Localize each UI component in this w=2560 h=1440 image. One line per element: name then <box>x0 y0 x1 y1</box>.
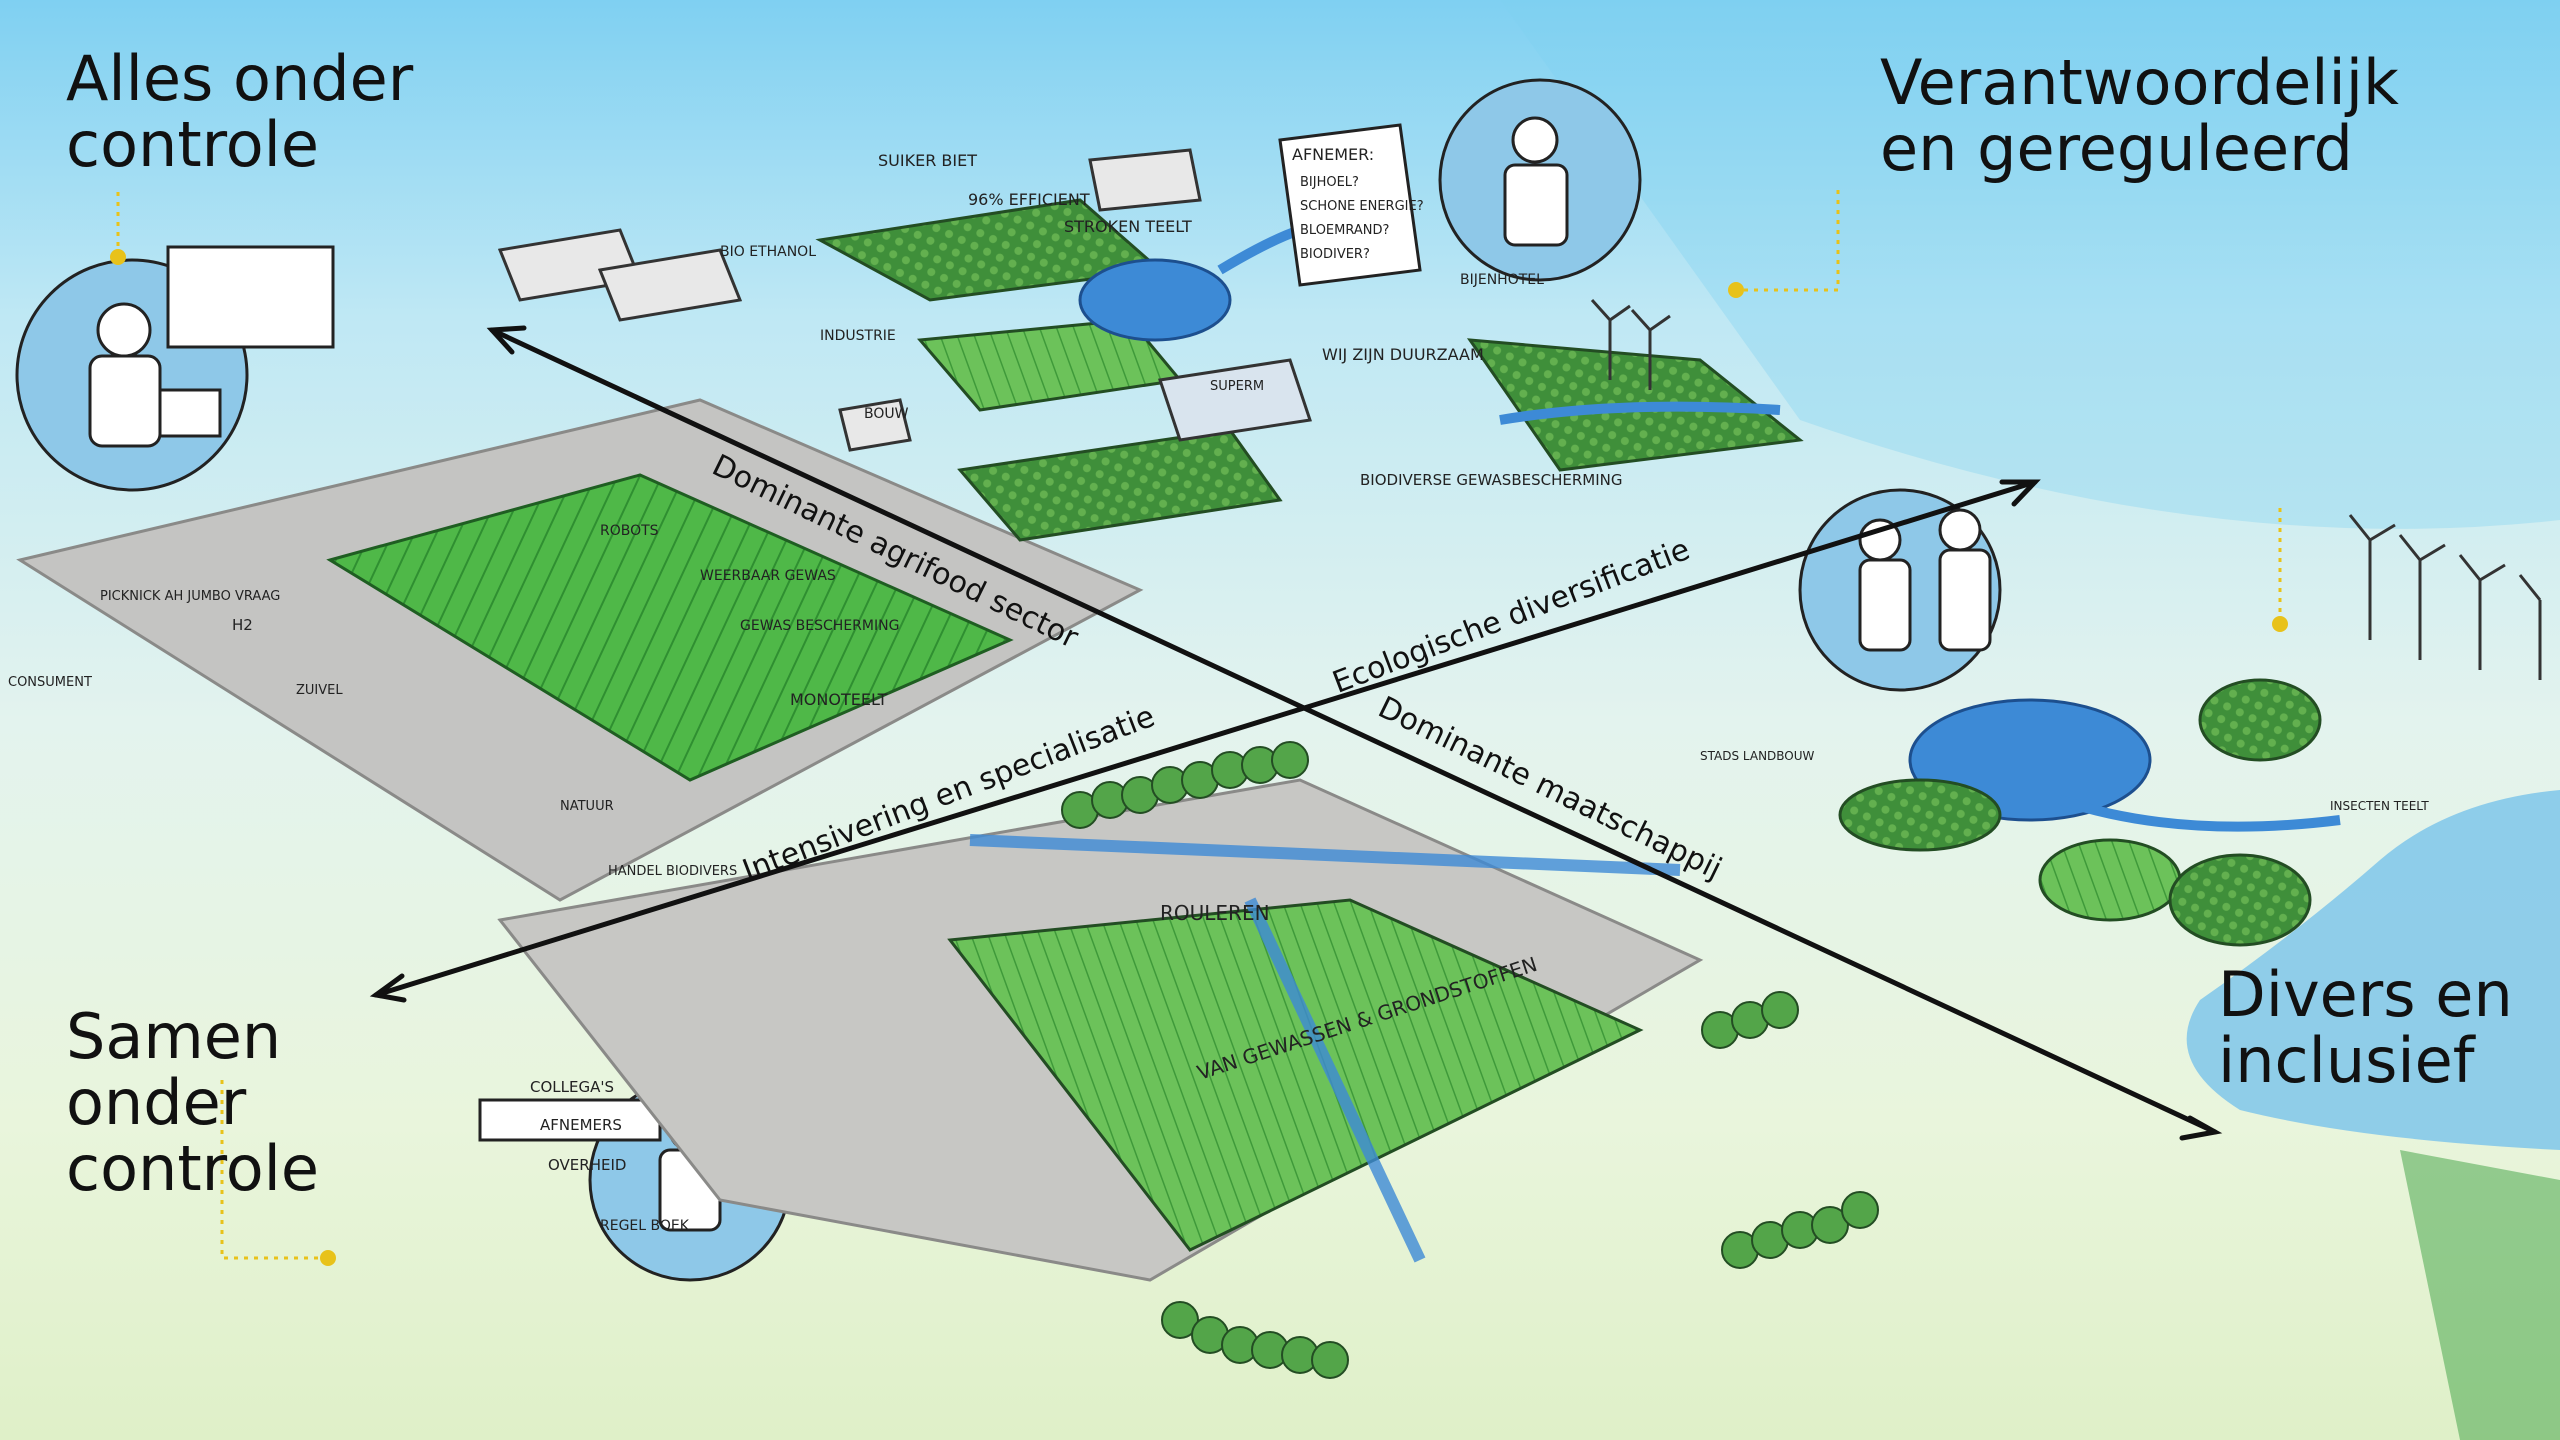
quadrant-title-bottom-left: Samen onder controle <box>66 1004 319 1202</box>
svg-text:SUIKER BIET: SUIKER BIET <box>878 151 977 170</box>
svg-text:INSECTEN TEELT: INSECTEN TEELT <box>2330 799 2429 813</box>
leader-lines <box>116 190 2282 1260</box>
svg-text:GEWAS BESCHERMING: GEWAS BESCHERMING <box>740 618 899 634</box>
svg-text:SUPERM: SUPERM <box>1210 379 1264 394</box>
tree-clusters <box>1061 741 1879 1379</box>
community-vignette <box>1798 488 2002 692</box>
quadrant-title-top-right: Verantwoordelijk en gereguleerd <box>1880 50 2399 182</box>
svg-text:96% EFFICIENT: 96% EFFICIENT <box>968 190 1090 209</box>
svg-text:STADS LANDBOUW: STADS LANDBOUW <box>1700 749 1815 763</box>
rotating-fields <box>947 898 1644 1252</box>
diverse-landscape <box>1838 678 2341 947</box>
svg-text:AFNEMER:: AFNEMER: <box>1292 145 1374 164</box>
quadrant-title-line: onder <box>66 1066 247 1139</box>
svg-text:BLOEMRAND?: BLOEMRAND? <box>1300 223 1389 238</box>
svg-text:H2: H2 <box>232 616 253 634</box>
axis-lines <box>369 325 2223 1141</box>
svg-text:BIJENHOTEL: BIJENHOTEL <box>1460 272 1544 288</box>
supermarket <box>1158 358 1312 442</box>
quadrant-title-bottom-right: Divers en inclusief <box>2218 962 2513 1094</box>
svg-text:BIODIVER?: BIODIVER? <box>1300 247 1370 262</box>
svg-text:OVERHEID: OVERHEID <box>548 1156 626 1174</box>
svg-text:SCHONE ENERGIE?: SCHONE ENERGIE? <box>1300 199 1424 214</box>
quadrant-title-line: controle <box>66 1132 320 1205</box>
farmer-tablet-vignette <box>15 245 335 492</box>
svg-text:STROKEN TEELT: STROKEN TEELT <box>1064 217 1192 236</box>
svg-text:NATUUR: NATUUR <box>560 799 614 814</box>
svg-text:CONSUMENT: CONSUMENT <box>8 675 92 690</box>
svg-text:BOUW: BOUW <box>864 406 909 422</box>
quadrant-title-line: Verantwoordelijk <box>1880 46 2399 119</box>
svg-text:AFNEMERS: AFNEMERS <box>540 1116 622 1134</box>
svg-text:ROULEREN: ROULEREN <box>1160 901 1270 925</box>
monoculture-field <box>326 473 1014 782</box>
quadrant-title-line: inclusief <box>2218 1024 2475 1097</box>
afnemer-checklist <box>1278 123 1422 287</box>
industry-buildings <box>497 148 1312 452</box>
svg-text:PICKNICK AH JUMBO VRAAG: PICKNICK AH JUMBO VRAAG <box>100 589 280 604</box>
svg-text:MONOTEELT: MONOTEELT <box>790 690 888 709</box>
svg-text:INDUSTRIE: INDUSTRIE <box>820 328 896 344</box>
quadrant-title-line: Divers en <box>2218 958 2513 1031</box>
quadrant-title-top-left: Alles onder controle <box>66 46 413 178</box>
quadrant-title-line: controle <box>66 108 320 181</box>
svg-text:BIO ETHANOL: BIO ETHANOL <box>720 244 816 260</box>
wind-turbines <box>1590 298 2542 680</box>
svg-text:ROBOTS: ROBOTS <box>600 523 659 539</box>
svg-text:COLLEGA'S: COLLEGA'S <box>530 1078 614 1096</box>
manager-vignette <box>1438 78 1642 282</box>
svg-text:BIODIVERSE GEWASBESCHERMING: BIODIVERSE GEWASBESCHERMING <box>1360 471 1622 489</box>
svg-text:REGEL BOEK: REGEL BOEK <box>600 1218 690 1234</box>
coast-sea <box>2186 790 2560 1150</box>
svg-text:HANDEL BIODIVERS: HANDEL BIODIVERS <box>608 864 737 879</box>
quadrant-title-line: en gereguleerd <box>1880 112 2353 185</box>
svg-text:WIJ ZIJN DUURZAAM: WIJ ZIJN DUURZAAM <box>1322 345 1484 364</box>
pond <box>1078 258 1232 342</box>
quadrant-title-line: Samen <box>66 1000 282 1073</box>
quadrant-title-line: Alles onder <box>66 42 414 115</box>
svg-text:BIJHOEL?: BIJHOEL? <box>1300 175 1359 190</box>
svg-text:ZUIVEL: ZUIVEL <box>296 683 343 698</box>
svg-text:WEERBAAR GEWAS: WEERBAAR GEWAS <box>700 568 836 584</box>
